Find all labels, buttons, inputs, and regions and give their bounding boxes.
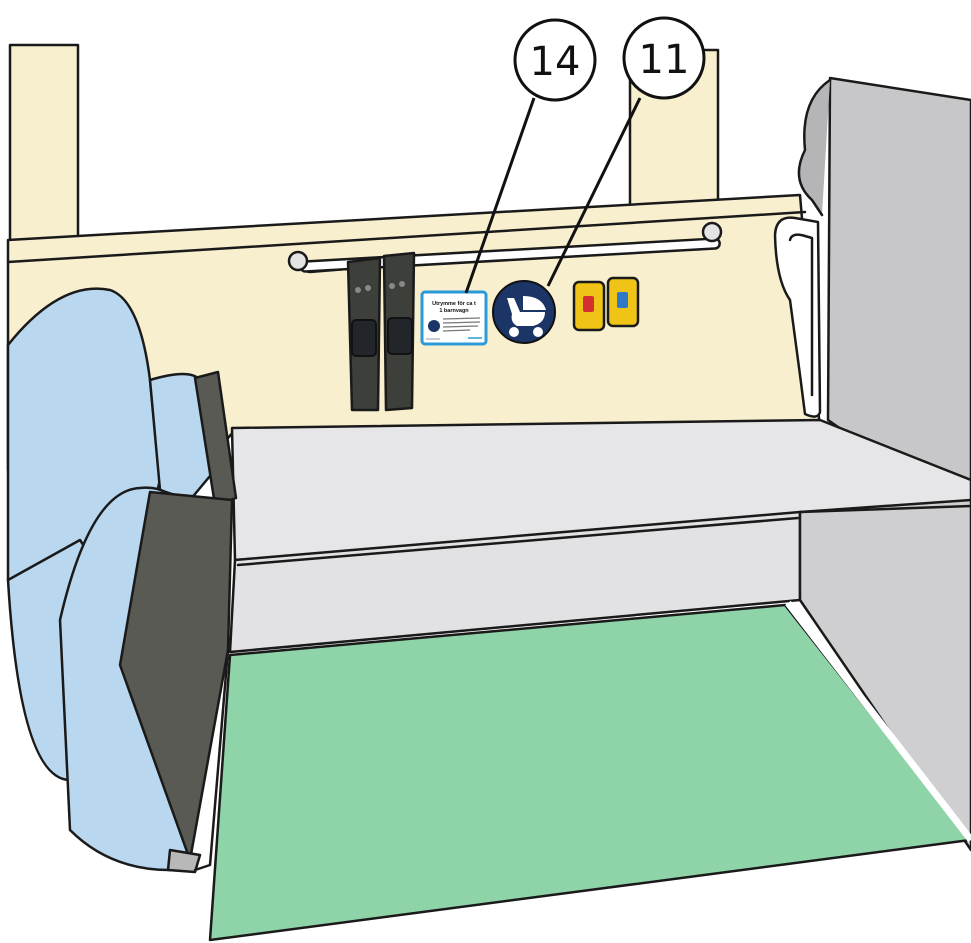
info-label-heading-2: 1 barnvagn: [439, 308, 469, 314]
callout-14-number: 14: [530, 39, 581, 85]
info-label: Utrymme för ca t 1 barnvagn: [422, 292, 486, 344]
callout-11: 11: [624, 18, 704, 98]
callout-11-number: 11: [639, 37, 690, 83]
info-label-heading-1: Utrymme för ca t: [432, 301, 476, 307]
callout-14: 14: [515, 20, 595, 100]
window-pillar-left: [10, 45, 78, 250]
left-folded-seats: [8, 289, 236, 872]
pram-symbol-sign: [493, 281, 555, 343]
baby-carriage-icon: [428, 320, 440, 332]
